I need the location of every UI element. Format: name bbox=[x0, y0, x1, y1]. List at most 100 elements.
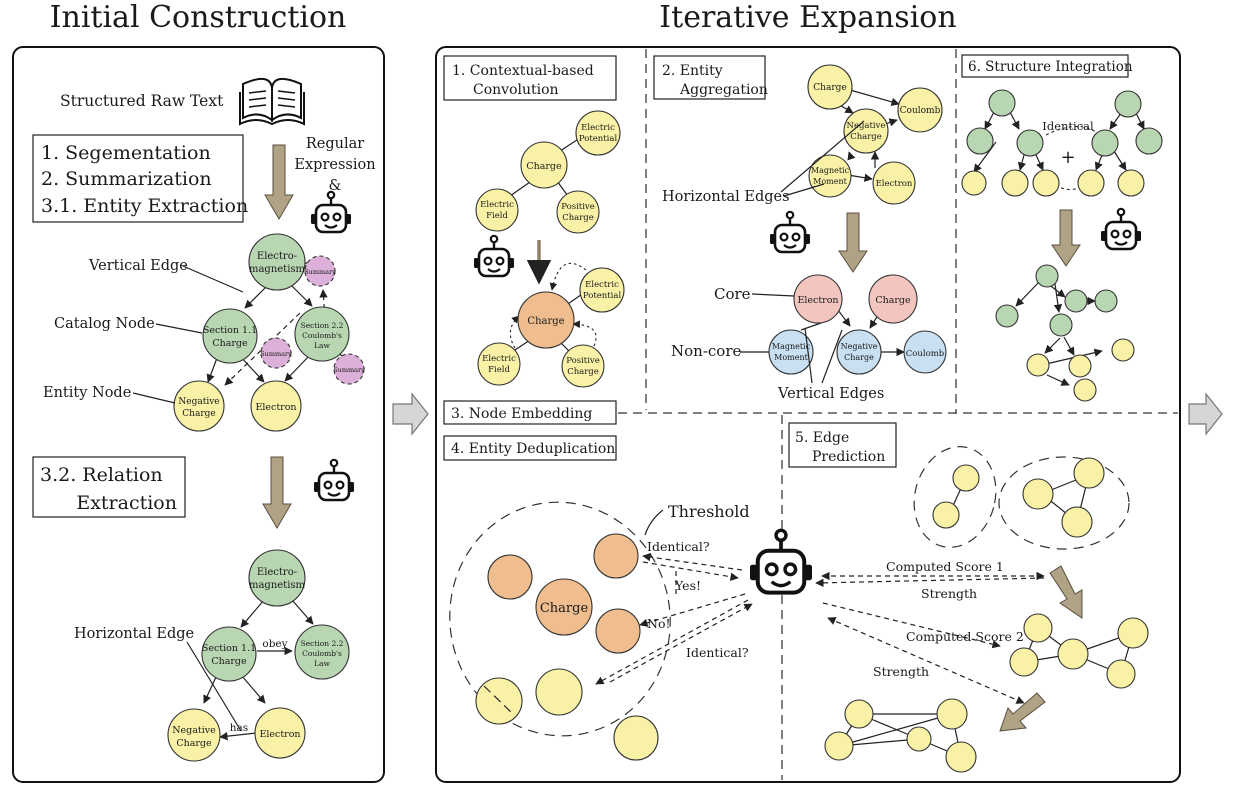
svg-text:Potential: Potential bbox=[583, 291, 622, 301]
s5-clusters bbox=[913, 446, 1130, 550]
svg-text:Section 1.1: Section 1.1 bbox=[202, 643, 256, 654]
s4-nodes bbox=[475, 533, 659, 761]
step-segmentation: 1. Segementation bbox=[41, 142, 211, 164]
svg-text:Electric: Electric bbox=[482, 354, 516, 364]
s4-label: 4. Entity Deduplication bbox=[451, 441, 615, 457]
title-initial-construction: Initial Construction bbox=[50, 0, 347, 35]
svg-text:Charge: Charge bbox=[211, 656, 247, 667]
tree2-node-electromagnetism: Electro- magnetism bbox=[248, 549, 306, 607]
svg-text:Negative: Negative bbox=[847, 121, 886, 131]
s2-label-line2: Aggregation bbox=[679, 82, 768, 98]
svg-text:Charge: Charge bbox=[562, 213, 594, 223]
svg-text:Charge: Charge bbox=[212, 338, 248, 349]
s5-label-line1: 5. Edge bbox=[795, 430, 849, 446]
step-summarization: 2. Summarization bbox=[41, 168, 212, 190]
svg-text:Charge: Charge bbox=[813, 83, 846, 93]
s6-graph-bottom bbox=[995, 264, 1135, 402]
regex-label-line2: Expression bbox=[294, 157, 375, 173]
svg-text:Moment: Moment bbox=[813, 177, 847, 186]
svg-text:Coulomb's: Coulomb's bbox=[302, 649, 342, 658]
s2-vertical-edges: Vertical Edges bbox=[777, 386, 884, 402]
svg-text:Positive: Positive bbox=[566, 356, 600, 366]
s4-threshold-label: Threshold bbox=[668, 502, 750, 521]
svg-text:Electron: Electron bbox=[255, 402, 296, 413]
svg-text:Summary: Summary bbox=[333, 366, 365, 374]
tree2-node-section-1-1: Section 1.1 Charge bbox=[201, 626, 257, 682]
s2-vpointer-2 bbox=[821, 329, 843, 384]
node-electromagnetism: Electro- magnetism bbox=[248, 233, 306, 291]
svg-text:Electron: Electron bbox=[876, 179, 913, 189]
svg-text:magnetism: magnetism bbox=[249, 580, 306, 591]
s6-label: 6. Structure Integration bbox=[968, 59, 1133, 75]
svg-text:Section 2.2: Section 2.2 bbox=[301, 321, 344, 330]
svg-text:Coulomb: Coulomb bbox=[906, 349, 945, 359]
svg-text:Electron: Electron bbox=[259, 729, 300, 740]
s4-threshold-ring bbox=[449, 501, 671, 737]
flow-arrow-1 bbox=[264, 144, 294, 220]
annotation-entity-node: Entity Node bbox=[43, 385, 131, 401]
annotation-catalog-node: Catalog Node bbox=[54, 316, 155, 332]
s2-horizontal-edges: Horizontal Edges bbox=[662, 189, 790, 205]
s2-flow-arrow bbox=[838, 212, 868, 273]
tree2-node-electron: Electron bbox=[254, 707, 306, 759]
s5-flow-arrow-2 bbox=[999, 692, 1046, 732]
svg-text:Coulomb's: Coulomb's bbox=[302, 331, 342, 340]
s4-identical-q2: Identical? bbox=[686, 645, 749, 660]
svg-text:Charge: Charge bbox=[182, 409, 215, 419]
annotation-vertical-edge: Vertical Edge bbox=[88, 258, 188, 274]
s3-label: 3. Node Embedding bbox=[451, 406, 592, 422]
svg-text:Summary: Summary bbox=[304, 268, 336, 276]
s5-flow-arrow-1 bbox=[1049, 565, 1083, 619]
svg-text:Electric: Electric bbox=[585, 280, 619, 290]
svg-text:Potential: Potential bbox=[579, 134, 618, 144]
s3-label-box bbox=[443, 400, 617, 425]
s5-score2: Computed Score 2 bbox=[906, 629, 1024, 644]
pointer-horizontal-edge bbox=[186, 641, 242, 732]
node-negative-charge: Negative Charge bbox=[173, 380, 225, 432]
svg-text:Charge: Charge bbox=[526, 161, 562, 172]
s5-score1: Computed Score 1 bbox=[886, 559, 1004, 574]
node-electron: Electron bbox=[250, 380, 302, 432]
s2-core-label: Core bbox=[714, 285, 751, 303]
relation-label-obey: obey bbox=[262, 638, 287, 650]
steps-box bbox=[32, 134, 244, 223]
title-iterative-expansion: Iterative Expansion bbox=[659, 0, 956, 35]
tree2-edges bbox=[203, 599, 314, 741]
s2-core-pointer bbox=[751, 293, 795, 297]
svg-text:Positive: Positive bbox=[561, 202, 595, 212]
svg-text:Electro-: Electro- bbox=[257, 567, 297, 578]
svg-text:Field: Field bbox=[486, 211, 508, 221]
transition-arrow-left bbox=[392, 392, 429, 436]
flow-arrow-2 bbox=[262, 456, 292, 529]
s4-dedup-arrows bbox=[595, 552, 753, 685]
iterative-expansion-panel bbox=[435, 46, 1181, 783]
relation-extraction-box bbox=[32, 456, 186, 518]
svg-text:Negative: Negative bbox=[172, 725, 216, 736]
s6-plus: + bbox=[1060, 147, 1075, 168]
pointer-vertical-edge bbox=[182, 265, 244, 293]
svg-text:Electron: Electron bbox=[797, 295, 838, 306]
regex-label-amp: & bbox=[329, 178, 342, 194]
node-summary-2: Summary bbox=[260, 337, 292, 369]
s2-label-box bbox=[653, 55, 766, 100]
node-summary-3: Summary bbox=[333, 353, 365, 385]
svg-text:Electric: Electric bbox=[480, 200, 514, 210]
s5-label-box bbox=[788, 422, 897, 468]
svg-text:Magnetic: Magnetic bbox=[811, 166, 850, 175]
svg-text:Law: Law bbox=[314, 659, 330, 668]
s4-no: No! bbox=[647, 616, 671, 631]
svg-text:Charge: Charge bbox=[176, 738, 212, 749]
svg-text:Section 2.2: Section 2.2 bbox=[301, 639, 344, 648]
regex-label-line1: Regular bbox=[306, 136, 364, 152]
s6-identical: Identical bbox=[1042, 119, 1094, 133]
svg-text:Charge: Charge bbox=[850, 132, 882, 142]
s5-graph-1 bbox=[1009, 613, 1149, 689]
svg-text:Charge: Charge bbox=[527, 316, 564, 327]
s2-pointer-2 bbox=[783, 183, 825, 197]
s1-label-line2: Convolution bbox=[473, 82, 559, 98]
step-entity-extraction: 3.1. Entity Extraction bbox=[41, 195, 248, 217]
svg-text:Charge: Charge bbox=[567, 367, 599, 377]
svg-text:Negative: Negative bbox=[841, 342, 878, 351]
s4-identical-q1: Identical? bbox=[647, 539, 710, 554]
